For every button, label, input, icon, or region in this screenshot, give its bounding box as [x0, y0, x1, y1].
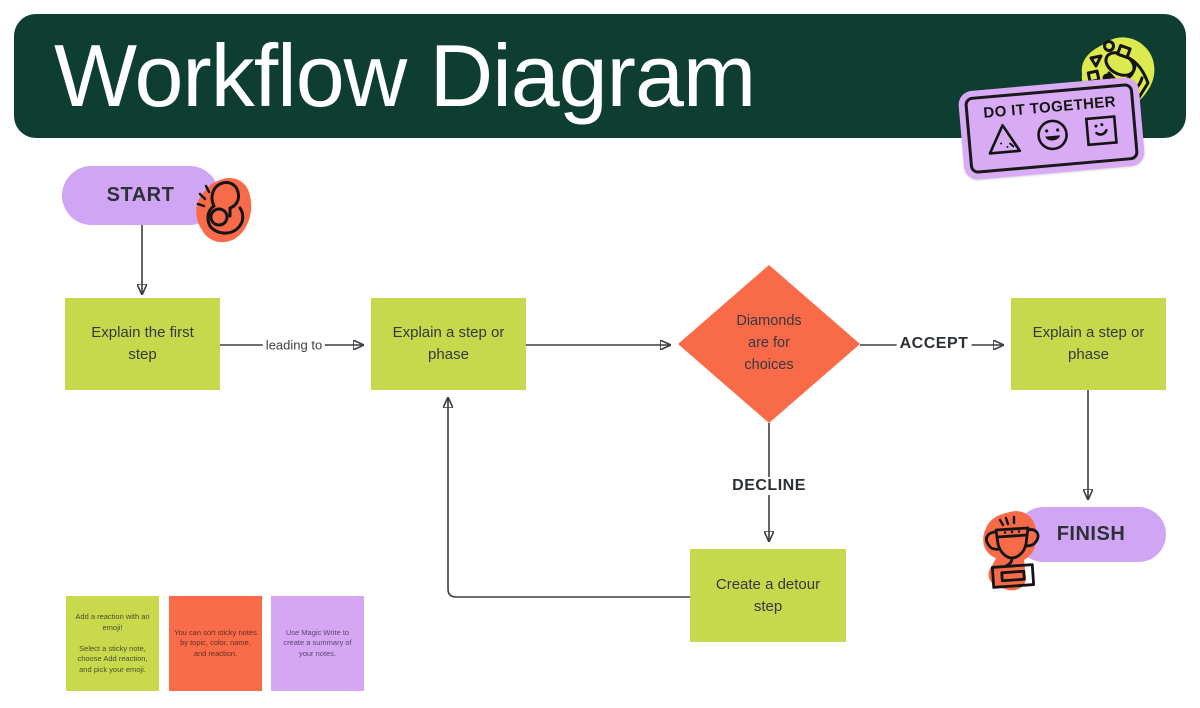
party-popper-icon[interactable]	[1076, 34, 1160, 126]
page-title[interactable]: Workflow Diagram	[54, 26, 756, 125]
sticky-note-sort[interactable]: You can sort sticky notes by topic, colo…	[169, 596, 262, 691]
decision-text: Diamonds are for choices	[736, 313, 802, 373]
trophy-icon[interactable]	[976, 506, 1048, 594]
square-face-icon	[1084, 115, 1118, 147]
ok-hand-icon[interactable]	[190, 172, 256, 248]
flow-box-detour-step[interactable]: Create a detour step	[690, 549, 846, 642]
sticky-note-text: Add a reaction with an emoji! Select a s…	[75, 612, 150, 674]
start-node[interactable]: START	[62, 166, 219, 225]
finish-node[interactable]: FINISH	[1016, 507, 1166, 562]
flow-box-text: Explain the first step	[91, 324, 194, 363]
finish-label: FINISH	[1056, 523, 1126, 545]
sticky-note-magic-write[interactable]: Use Magic Write to create a summary of y…	[271, 596, 364, 691]
flow-box-first-step[interactable]: Explain the first step	[65, 298, 220, 390]
flow-box-text: Create a detour step	[715, 575, 821, 615]
flow-box-step-or-phase-2[interactable]: Explain a step or phase	[1011, 298, 1166, 390]
sticky-note-text: You can sort sticky notes by topic, colo…	[174, 627, 257, 658]
flow-box-step-or-phase[interactable]: Explain a step or phase	[371, 298, 526, 390]
triangle-face-icon	[988, 123, 1021, 155]
start-label: START	[106, 184, 175, 206]
edge-label-leading-to[interactable]: leading to	[262, 337, 326, 353]
smiley-circle-icon	[1036, 119, 1068, 151]
sticky-note-text: Use Magic Write to create a summary of y…	[283, 627, 352, 658]
header-banner[interactable]: Workflow Diagram	[14, 14, 1186, 138]
flow-box-text: Explain a step or phase	[1032, 324, 1145, 363]
connector-detour-loop[interactable]	[448, 399, 690, 598]
do-it-together-badge[interactable]: DO IT TOGETHER	[957, 76, 1146, 181]
badge-border: DO IT TOGETHER	[963, 82, 1140, 175]
edge-label-accept[interactable]: ACCEPT	[896, 335, 972, 353]
edge-label-decline[interactable]: DECLINE	[729, 477, 809, 495]
flow-box-text: Explain a step or phase	[392, 324, 505, 363]
sticky-note-reaction[interactable]: Add a reaction with an emoji! Select a s…	[66, 596, 159, 691]
